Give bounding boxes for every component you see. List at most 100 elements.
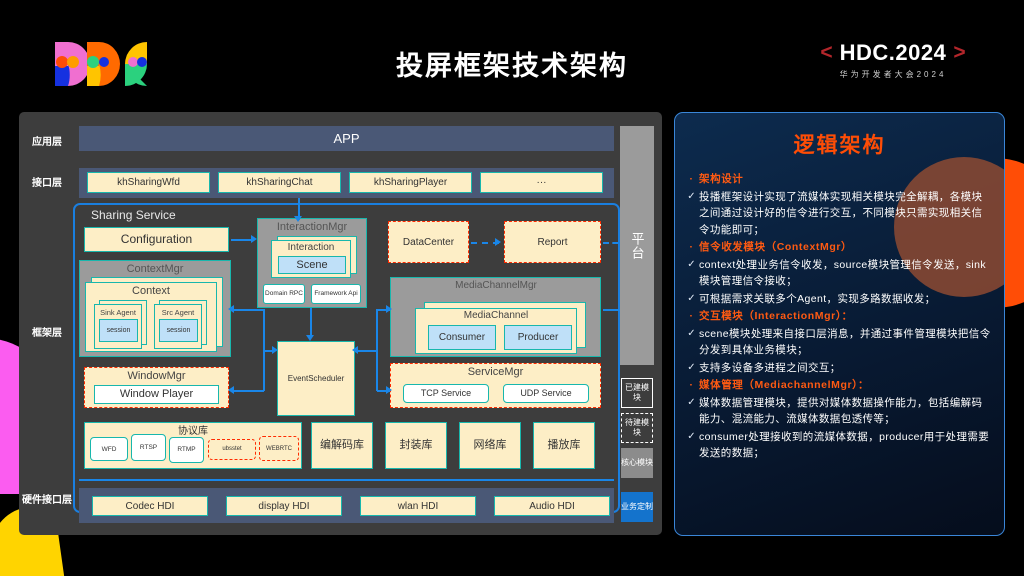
chevron-right-icon: > — [953, 41, 966, 64]
page-title: 投屏框架技术架构 — [396, 51, 628, 81]
protocol-box-webrtc[interactable]: WEBRTC — [259, 436, 299, 461]
framework-api-box[interactable]: Framework Api — [311, 284, 361, 304]
interaction-label: Interaction — [287, 242, 335, 253]
panel-item-text: consumer处理接收到的流媒体数据，producer用于处理需要发送的数据； — [699, 430, 990, 460]
layer-label-app: 应用层 — [32, 137, 62, 148]
panel-bullet-list: ·架构设计✓投播框架设计实现了流媒体实现相关模块完全解耦，各模块之间通过设计好的… — [684, 171, 993, 462]
panel-item-text: 支持多设备多进程之间交互； — [699, 361, 841, 374]
event-scheduler-box[interactable]: EventScheduler — [277, 341, 355, 416]
decor-panel-glow — [894, 157, 1004, 297]
library-box-package[interactable]: 封装库 — [385, 422, 447, 469]
bullet-icon: · — [689, 173, 694, 185]
interactionmgr-title: InteractionMgr — [276, 221, 348, 233]
contextmgr-title: ContextMgr — [126, 263, 184, 275]
panel-section-heading: · 架构设计 — [684, 171, 993, 188]
hdi-box-audio[interactable]: Audio HDI — [494, 496, 610, 516]
check-icon: ✓ — [687, 190, 696, 202]
panel-bullet-item: ✓媒体数据管理模块，提供对媒体数据操作能力，包括编解码能力、混流能力、流媒体数据… — [684, 395, 993, 428]
domain-rpc-box[interactable]: Domain RPC — [263, 284, 305, 304]
panel-bullet-item: ✓scene模块处理来自接口层消息，并通过事件管理模块把信令分发到具体业务模块； — [684, 326, 993, 359]
panel-item-text: 交互模块（InteractionMgr）： — [699, 310, 853, 322]
mediachannelmgr-title: MediaChannelMgr — [455, 280, 537, 291]
consumer-box[interactable]: Consumer — [428, 325, 496, 350]
mediachannel-title: MediaChannel — [463, 310, 529, 321]
producer-box[interactable]: Producer — [504, 325, 572, 350]
panel-item-text: scene模块处理来自接口层消息，并通过事件管理模块把信令分发到具体业务模块； — [699, 327, 991, 357]
arrowhead-down-1 — [294, 216, 302, 222]
layer-label-framework: 框架层 — [32, 328, 62, 339]
hdi-box-wlan[interactable]: wlan HDI — [360, 496, 476, 516]
arrowhead-down-2 — [306, 335, 314, 341]
check-icon: ✓ — [687, 430, 696, 442]
arrow-bus-to-scheduler — [264, 350, 275, 352]
window-player-box[interactable]: Window Player — [94, 385, 219, 404]
sink-agent-box: Sink Agent session — [94, 304, 142, 349]
panel-item-text: 媒体数据管理模块，提供对媒体数据操作能力，包括编解码能力、混流能力、流媒体数据包… — [699, 396, 983, 426]
check-icon: ✓ — [687, 396, 696, 408]
bullet-icon: · — [689, 310, 694, 322]
src-session-box: session — [159, 319, 198, 342]
hdc-subtitle: 华为开发者大会2024 — [839, 70, 947, 79]
interface-box-more[interactable]: ··· — [480, 172, 603, 193]
panel-bullet-item: ✓context处理业务信令收发，source模块管理信令发送，sink模块管理… — [684, 257, 993, 290]
hdi-box-codec[interactable]: Codec HDI — [92, 496, 208, 516]
hdc-title: HDC.2024 — [839, 40, 947, 65]
panel-bullet-item: ✓consumer处理接收到的流媒体数据，producer用于处理需要发送的数据… — [684, 429, 993, 462]
datacenter-box[interactable]: DataCenter — [388, 221, 469, 263]
mediachannel-box: MediaChannel Consumer Producer — [415, 308, 577, 354]
panel-section-heading: · 媒体管理（MediachannelMgr）： — [684, 377, 993, 394]
protocol-library-title: 协议库 — [178, 426, 208, 437]
arrowhead-right-4 — [386, 386, 392, 394]
sharing-service-title: Sharing Service — [91, 208, 176, 222]
udp-service-box[interactable]: UDP Service — [503, 384, 589, 403]
library-box-network[interactable]: 网络库 — [459, 422, 521, 469]
interface-box-khsharingwfd[interactable]: khSharingWfd — [87, 172, 210, 193]
legend-core-module: 核心模块 — [621, 448, 653, 478]
panel-item-text: context处理业务信令收发，source模块管理信令发送，sink模块管理信… — [699, 258, 987, 288]
interaction-box: Interaction Scene — [271, 240, 351, 278]
configuration-box[interactable]: Configuration — [84, 227, 229, 252]
tcp-service-box[interactable]: TCP Service — [403, 384, 489, 403]
protocol-box-wfd[interactable]: WFD — [90, 437, 128, 461]
interface-box-khsharingplayer[interactable]: khSharingPlayer — [349, 172, 472, 193]
arrowhead-right-5 — [495, 238, 501, 246]
app-band-label: APP — [333, 131, 360, 146]
panel-item-text: 投播框架设计实现了流媒体实现相关模块完全解耦，各模块之间通过设计好的信令进行交互… — [699, 190, 983, 236]
panel-item-text: 可根据需求关联多个Agent，实现多路数据收发； — [699, 292, 936, 305]
arrowhead-left-3 — [352, 346, 358, 354]
protocol-box-ubsstet[interactable]: ubsstet — [208, 439, 256, 460]
bullet-icon: · — [689, 241, 694, 253]
layer-label-interface: 接口层 — [32, 178, 62, 189]
panel-title: 逻辑架构 — [793, 134, 886, 157]
arrowhead-right-1 — [251, 235, 257, 243]
servicemgr-title: ServiceMgr — [467, 366, 524, 378]
arrowhead-left-1 — [228, 305, 234, 313]
arrow-bus-to-windowmgr — [233, 390, 264, 392]
src-agent-label: Src Agent — [161, 308, 195, 317]
panel-bullet-item: ✓投播框架设计实现了流媒体实现相关模块完全解耦，各模块之间通过设计好的信令进行交… — [684, 189, 993, 239]
hdi-box-display[interactable]: display HDI — [226, 496, 342, 516]
protocol-box-rtmp[interactable]: RTMP — [169, 437, 204, 463]
check-icon: ✓ — [687, 292, 696, 304]
protocol-box-rtsp[interactable]: RTSP — [131, 434, 166, 461]
interface-box-khsharingchat[interactable]: khSharingChat — [218, 172, 341, 193]
panel-item-text: 媒体管理（MediachannelMgr）： — [699, 379, 870, 391]
sink-session-box: session — [99, 319, 138, 342]
scene-box[interactable]: Scene — [278, 256, 346, 274]
sink-agent-label: Sink Agent — [100, 308, 136, 317]
architecture-diagram: 应用层 接口层 框架层 硬件接口层 APP khSharingWfd khSha… — [19, 112, 662, 535]
panel-bullet-item: ✓可根据需求关联多个Agent，实现多路数据收发； — [684, 291, 993, 308]
panel-item-text: 架构设计 — [699, 173, 744, 185]
src-agent-box: Src Agent session — [154, 304, 202, 349]
panel-bullet-item: ✓支持多设备多进程之间交互； — [684, 360, 993, 377]
report-box[interactable]: Report — [504, 221, 601, 263]
check-icon: ✓ — [687, 361, 696, 373]
arrow-bus-to-contextmgr — [233, 309, 264, 311]
bullet-icon: · — [689, 379, 694, 391]
library-box-codec[interactable]: 编解码库 — [311, 422, 373, 469]
arrow-bus-to-mediachannel — [377, 309, 390, 311]
library-box-player[interactable]: 播放库 — [533, 422, 595, 469]
hdc-logo: < HDC.2024 > 华为开发者大会2024 — [798, 40, 988, 80]
app-layer-band: APP — [79, 126, 614, 151]
